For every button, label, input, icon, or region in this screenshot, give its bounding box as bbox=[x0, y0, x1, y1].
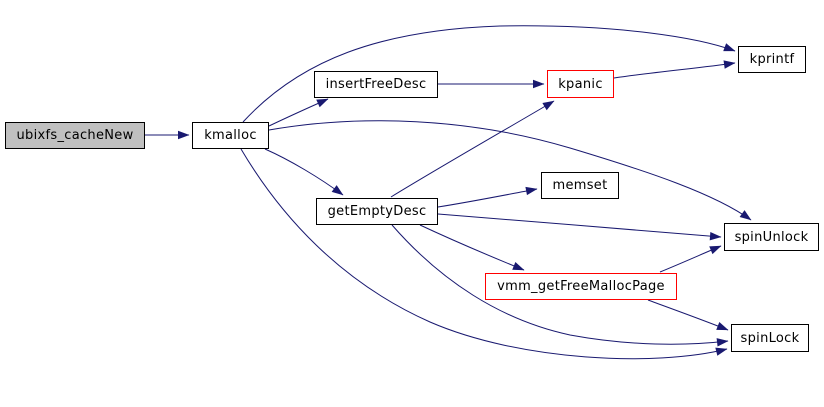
node-spinLock[interactable]: spinLock bbox=[731, 324, 809, 352]
node-kpanic[interactable]: kpanic bbox=[547, 70, 614, 98]
node-insertFreeDesc[interactable]: insertFreeDesc bbox=[314, 71, 438, 98]
edge-kmalloc-to-spinUnlock bbox=[268, 120, 752, 221]
node-vmm_getFreeMallocPage[interactable]: vmm_getFreeMallocPage bbox=[485, 273, 677, 300]
edge-getEmptyDesc-to-vmm_getFreeMallocPage bbox=[419, 224, 525, 271]
edge-kmalloc-to-getEmptyDesc bbox=[264, 148, 344, 196]
node-kmalloc[interactable]: kmalloc bbox=[192, 122, 269, 149]
edge-kpanic-to-kprintf bbox=[613, 60, 736, 79]
edge-kmalloc-to-insertFreeDesc bbox=[268, 98, 329, 127]
edge-getEmptyDesc-to-spinLock bbox=[391, 224, 729, 347]
node-kprintf[interactable]: kprintf bbox=[738, 46, 806, 73]
edge-getEmptyDesc-to-memset bbox=[437, 186, 538, 208]
edge-getEmptyDesc-to-spinUnlock bbox=[437, 213, 722, 241]
edge-getEmptyDesc-to-kpanic bbox=[390, 100, 555, 198]
node-memset[interactable]: memset bbox=[541, 172, 619, 199]
node-getEmptyDesc[interactable]: getEmptyDesc bbox=[316, 198, 438, 225]
node-ubixfs_cacheNew: ubixfs_cacheNew bbox=[5, 122, 145, 149]
edge-vmm_getFreeMallocPage-to-spinLock bbox=[647, 299, 729, 331]
edge-vmm_getFreeMallocPage-to-spinUnlock bbox=[659, 245, 722, 273]
node-spinUnlock[interactable]: spinUnlock bbox=[724, 223, 819, 251]
edge-kmalloc-to-kprintf bbox=[242, 25, 736, 123]
edge-kmalloc-to-spinLock bbox=[240, 148, 728, 360]
